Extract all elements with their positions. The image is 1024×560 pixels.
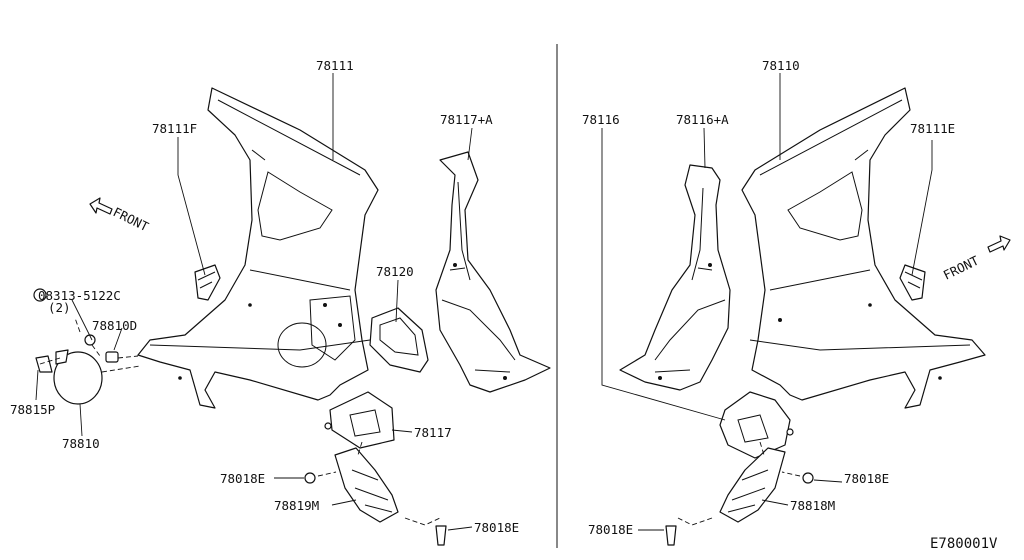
- label-78815p: 78815P: [10, 402, 55, 417]
- label-78111f: 78111F: [152, 121, 197, 136]
- left-front-piece: [194, 264, 221, 301]
- left-front-label: FRONT: [111, 204, 152, 234]
- label-78116: 78116: [582, 112, 620, 127]
- label-78018e-right-lower: 78018E: [588, 522, 633, 537]
- left-front-arrow: FRONT: [89, 197, 152, 234]
- label-78819m: 78819M: [274, 498, 319, 513]
- label-78018e-left-upper: 78018E: [220, 471, 265, 486]
- diagram-code: E780001V: [930, 536, 998, 552]
- left-outer-panel: [137, 87, 379, 409]
- bolt-symbol: [33, 288, 47, 302]
- label-78116a: 78116+A: [676, 112, 729, 127]
- right-pillar-reinforcement: [619, 164, 731, 391]
- label-78818m: 78818M: [790, 498, 835, 513]
- label-78018e-left-lower: 78018E: [474, 520, 519, 535]
- right-front-label: FRONT: [941, 253, 982, 283]
- label-78117a: 78117+A: [440, 112, 493, 127]
- label-78110: 78110: [762, 58, 800, 73]
- label-78018e-right-upper: 78018E: [844, 471, 889, 486]
- label-bolt: 08313-5122C: [38, 288, 121, 303]
- left-filler-lid-group: [35, 299, 141, 405]
- label-bolt-qty: (2): [48, 300, 71, 315]
- label-78120: 78120: [376, 264, 414, 279]
- label-78117: 78117: [414, 425, 452, 440]
- label-78810: 78810: [62, 436, 100, 451]
- left-pillar-reinforcement: [435, 151, 551, 393]
- left-bracket-group: [304, 441, 447, 546]
- right-front-arrow: FRONT: [941, 235, 1011, 283]
- right-bracket-group: [665, 441, 814, 546]
- right-front-piece: [899, 264, 926, 301]
- label-78111e: 78111E: [910, 121, 955, 136]
- left-filler-pocket: [369, 307, 429, 373]
- label-78810d: 78810D: [92, 318, 137, 333]
- right-leader-lines: [601, 73, 933, 531]
- right-outer-panel: [741, 87, 986, 409]
- right-inner-base: [719, 391, 794, 459]
- label-78111: 78111: [316, 58, 354, 73]
- left-leader-lines: [35, 73, 473, 531]
- left-base: [324, 391, 395, 449]
